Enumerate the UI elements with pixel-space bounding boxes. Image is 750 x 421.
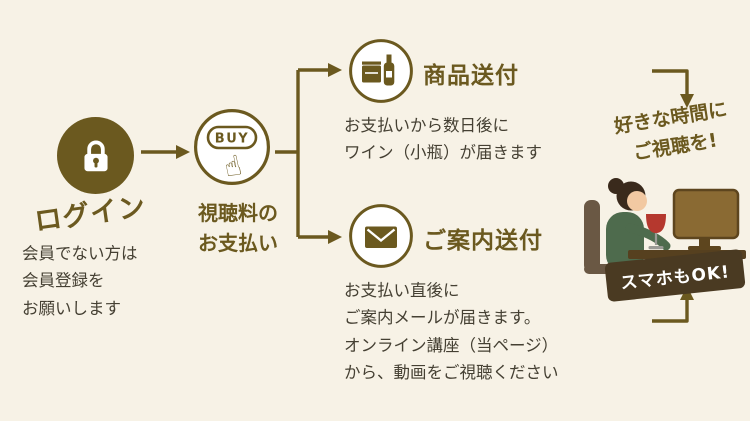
login-title: ログイン xyxy=(32,191,149,238)
wine-package-icon xyxy=(349,39,413,103)
shipping-description: お支払いから数日後に ワイン（小瓶）が届きます xyxy=(344,112,542,167)
login-note-line: 会員登録を xyxy=(22,271,105,291)
guidance-description-line: から、動画をご視聴ください xyxy=(344,363,559,383)
guidance-description-line: オンライン講座（当ページ） xyxy=(344,335,559,355)
shipping-description-line: ワイン（小瓶）が届きます xyxy=(344,143,542,163)
payment-title-line: お支払い xyxy=(198,231,278,255)
hair-bun xyxy=(608,178,624,194)
wine-glass xyxy=(646,214,666,233)
wine-glass-base xyxy=(648,246,664,250)
chair xyxy=(584,200,600,272)
smartphone-ok-label: スマホもOK! xyxy=(619,262,731,294)
wine-glass-stem xyxy=(654,233,658,245)
payment-title: 視聴料の お支払い xyxy=(177,198,299,258)
shipping-title: 商品送付 xyxy=(423,63,519,89)
monitor-base xyxy=(688,246,721,251)
buy-label: BUY xyxy=(215,132,249,147)
arrowhead xyxy=(176,145,190,159)
arrowhead xyxy=(328,63,342,77)
arrowhead xyxy=(328,230,342,244)
arrow-guidance-to-viewing xyxy=(652,299,689,323)
guidance-title: ご案内送付 xyxy=(423,228,543,254)
login-note-line: 会員でない方は xyxy=(22,244,138,263)
login-note: 会員でない方は 会員登録を お願いします xyxy=(22,240,138,322)
arrow-shipping-to-viewing xyxy=(652,69,689,95)
person-arm xyxy=(625,223,671,251)
monitor-stand xyxy=(699,238,710,247)
login-note-line: お願いします xyxy=(22,298,121,318)
padlock-glyph xyxy=(83,139,108,171)
shipping-description-line: お支払いから数日後に xyxy=(344,116,509,135)
buy-button-icon: BUY ☝ xyxy=(193,108,271,186)
guidance-description-line: ご案内メールが届きます。 xyxy=(344,308,541,328)
person-face xyxy=(627,191,647,211)
payment-title-line: 視聴料の xyxy=(198,201,278,225)
lock-icon xyxy=(57,117,134,194)
monitor xyxy=(672,188,740,240)
pointer-hand-icon: ☝ xyxy=(221,148,245,184)
mail-icon xyxy=(349,204,413,268)
guidance-description-line: お支払い直後に xyxy=(344,281,460,300)
viewing-headline: 好きな時間に ご視聴を! xyxy=(592,92,750,172)
guidance-description: お支払い直後に ご案内メールが届きます。 オンライン講座（当ページ） から、動画… xyxy=(344,277,559,387)
